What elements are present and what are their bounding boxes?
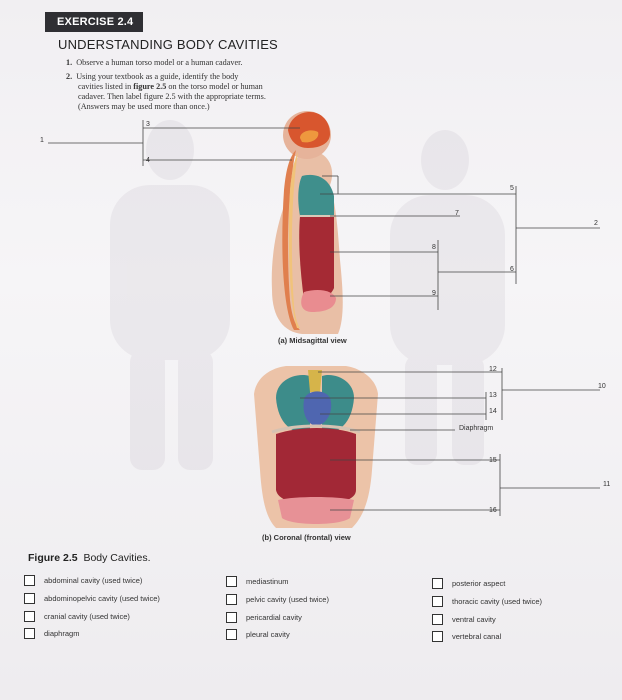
checkbox[interactable] — [432, 596, 443, 607]
label-5: 5 — [510, 185, 514, 192]
step-1-number: 1. — [66, 58, 73, 67]
checkbox[interactable] — [24, 628, 35, 639]
label-7: 7 — [455, 210, 459, 217]
coronal-figure — [254, 366, 378, 528]
figure-title: Figure 2.5 Body Cavities. — [28, 552, 151, 564]
checkbox[interactable] — [432, 578, 443, 589]
step-2-line-2: cavities listed in figure 2.5 on the tor… — [78, 82, 263, 92]
step-2-line-4: (Answers may be used more than once.) — [78, 102, 210, 111]
checkbox[interactable] — [24, 611, 35, 622]
term-item[interactable]: vertebral canal — [432, 631, 501, 642]
caption-coronal: (b) Coronal (frontal) view — [262, 533, 351, 542]
label-14: 14 — [489, 408, 497, 415]
term-label: abdominopelvic cavity (used twice) — [44, 594, 160, 603]
step-2-line-3: cadaver. Then label figure 2.5 with the … — [78, 92, 266, 101]
figure-title-text: Body Cavities. — [83, 552, 151, 564]
term-label: abdominal cavity (used twice) — [44, 576, 143, 585]
step-1: 1. Observe a human torso model or a huma… — [66, 58, 242, 68]
label-4: 4 — [146, 157, 150, 164]
label-10: 10 — [598, 383, 606, 390]
term-item[interactable]: ventral cavity — [432, 614, 496, 625]
term-label: mediastinum — [246, 577, 289, 586]
label-8: 8 — [432, 244, 436, 251]
label-3: 3 — [146, 121, 150, 128]
label-leader-lines — [48, 120, 600, 516]
term-item[interactable]: pelvic cavity (used twice) — [226, 594, 329, 605]
label-16: 16 — [489, 507, 497, 514]
term-label: ventral cavity — [452, 615, 496, 624]
label-9: 9 — [432, 290, 436, 297]
step-1-text: Observe a human torso model or a human c… — [76, 58, 243, 67]
checkbox[interactable] — [226, 612, 237, 623]
term-item[interactable]: pericardial cavity — [226, 612, 302, 623]
checkbox[interactable] — [226, 629, 237, 640]
checkbox[interactable] — [432, 614, 443, 625]
term-item[interactable]: abdominopelvic cavity (used twice) — [24, 593, 160, 604]
label-2: 2 — [594, 220, 598, 227]
checkbox[interactable] — [226, 576, 237, 587]
term-label: cranial cavity (used twice) — [44, 612, 130, 621]
label-15: 15 — [489, 457, 497, 464]
exercise-heading: UNDERSTANDING BODY CAVITIES — [58, 37, 278, 52]
figure-number: Figure 2.5 — [28, 552, 78, 564]
label-13: 13 — [489, 392, 497, 399]
term-label: thoracic cavity (used twice) — [452, 597, 543, 606]
term-label: posterior aspect — [452, 579, 506, 588]
label-6: 6 — [510, 266, 514, 273]
term-item[interactable]: abdominal cavity (used twice) — [24, 575, 142, 586]
label-11: 11 — [603, 481, 611, 488]
term-item[interactable]: mediastinum — [226, 576, 289, 587]
step-2: 2. Using your textbook as a guide, ident… — [66, 72, 238, 82]
term-item[interactable]: posterior aspect — [432, 578, 505, 589]
caption-midsagittal: (a) Midsagittal view — [278, 336, 347, 345]
label-diaphragm: Diaphragm — [459, 425, 494, 432]
step-2-figure-ref: figure 2.5 — [133, 82, 167, 91]
checkbox[interactable] — [24, 593, 35, 604]
checkbox[interactable] — [432, 631, 443, 642]
term-label: pericardial cavity — [246, 613, 302, 622]
checkbox[interactable] — [24, 575, 35, 586]
exercise-tag: EXERCISE 2.4 — [45, 12, 143, 32]
midsagittal-figure — [271, 111, 343, 334]
term-item[interactable]: thoracic cavity (used twice) — [432, 596, 542, 607]
step-2-line-1: Using your textbook as a guide, identify… — [76, 72, 239, 81]
label-1: 1 — [40, 137, 44, 144]
checkbox[interactable] — [226, 594, 237, 605]
term-item[interactable]: cranial cavity (used twice) — [24, 611, 130, 622]
step-2-text-a: cavities listed in — [78, 82, 134, 91]
term-item[interactable]: pleural cavity — [226, 629, 290, 640]
term-label: pelvic cavity (used twice) — [246, 595, 329, 604]
term-label: vertebral canal — [452, 632, 502, 641]
term-item[interactable]: diaphragm — [24, 628, 79, 639]
term-label: pleural cavity — [246, 630, 290, 639]
step-2-text-c: on the torso model or human — [166, 82, 263, 91]
term-label: diaphragm — [44, 629, 80, 638]
label-12: 12 — [489, 366, 497, 373]
step-2-number: 2. — [66, 72, 73, 81]
